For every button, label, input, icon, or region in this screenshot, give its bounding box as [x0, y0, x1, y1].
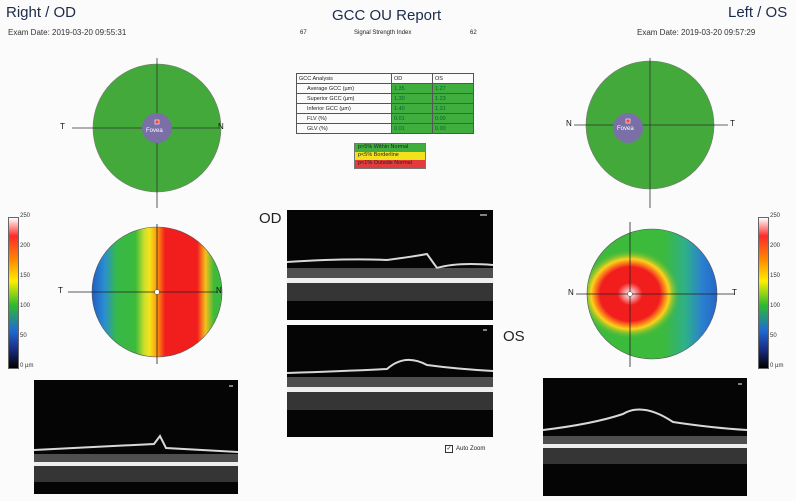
exam-date-right: Exam Date: 2019-03-20 09:55:31 [8, 28, 127, 37]
od-colorbar-tick: 0 µm [20, 363, 34, 369]
od-temporal-label: T [60, 122, 65, 131]
table-row: GLV (%) 0.01 0.00 [296, 123, 474, 134]
od-colorbar-tick: 250 [20, 213, 31, 219]
od-bottom-oct-svg [34, 385, 238, 482]
signal-os-value: 62 [470, 30, 477, 36]
os-thickness-nasal-label: N [568, 288, 574, 297]
row-label: Inferior GCC (µm) [296, 103, 392, 114]
oct-od-label: OD [259, 210, 282, 227]
os-value: 1.31 [432, 103, 474, 114]
od-colorbar-gradient [8, 217, 19, 369]
oct-os-label: OS [503, 328, 525, 345]
os-colorbar-tick: 150 [770, 273, 781, 279]
table-header-cell: OS [432, 73, 474, 84]
os-thickness-map: N T [568, 222, 740, 367]
od-bottom-oct-scan [34, 380, 238, 494]
os-thickness-svg [576, 222, 735, 367]
od-value: 1.30 [391, 93, 433, 104]
os-colorbar-tick: 50 [770, 333, 777, 339]
auto-zoom-checkbox[interactable]: ✓ [445, 445, 453, 453]
exam-date-left: Exam Date: 2019-03-20 09:57:29 [637, 28, 756, 37]
table-row: FLV (%) 0.01 0.00 [296, 113, 474, 124]
od-value: 1.40 [391, 103, 433, 114]
od-colorbar: 250 200 150 100 50 0 µm [8, 213, 34, 373]
table-header-cell: OD [391, 73, 433, 84]
od-nasal-label: N [218, 122, 224, 131]
od-fovea-label: Fovea [146, 128, 163, 134]
od-significance-map: Fovea T N [58, 58, 228, 208]
os-colorbar: 250 200 150 100 50 0 µm [758, 213, 792, 373]
row-label: GLV (%) [296, 123, 392, 134]
od-thickness-map: T N [58, 224, 228, 364]
right-eye-title: Right / OD [6, 4, 77, 21]
row-label: Superior GCC (µm) [296, 93, 392, 104]
report-title: GCC OU Report [332, 7, 442, 24]
os-thickness-temporal-label: T [732, 288, 737, 297]
os-value: 0.00 [432, 113, 474, 124]
od-colorbar-tick: 150 [20, 273, 31, 279]
os-significance-svg [574, 58, 728, 208]
auto-zoom-label: Auto Zoom [456, 446, 486, 452]
os-colorbar-tick: 200 [770, 243, 781, 249]
legend-outside: p<1% Outside Normal [355, 160, 425, 168]
os-colorbar-tick: 250 [770, 213, 781, 219]
signal-od-value: 67 [300, 30, 307, 36]
os-bottom-oct-svg [543, 383, 747, 464]
oct-os-scan-svg [287, 329, 493, 410]
legend-borderline: p<5% Borderline [355, 152, 425, 160]
row-label: Average GCC (µm) [296, 83, 392, 94]
gcc-analysis-table: GCC Analysis OD OS Average GCC (µm) 1.35… [296, 73, 474, 134]
os-bottom-oct-scan [543, 378, 747, 496]
row-label: FLV (%) [296, 113, 392, 124]
os-nasal-label: N [566, 119, 572, 128]
os-colorbar-tick: 0 µm [770, 363, 784, 369]
od-colorbar-tick: 100 [20, 303, 31, 309]
od-value: 0.01 [391, 123, 433, 134]
os-colorbar-tick: 100 [770, 303, 781, 309]
oct-od-scan [287, 210, 493, 320]
od-significance-svg [72, 58, 222, 208]
os-value: 1.23 [432, 93, 474, 104]
os-fovea-label: Fovea [617, 126, 634, 132]
os-value: 0.00 [432, 123, 474, 134]
os-significance-map: Fovea N T [566, 58, 738, 208]
auto-zoom-option[interactable]: ✓ Auto Zoom [445, 445, 485, 453]
signal-label: Signal Strength Index [354, 30, 412, 36]
od-value: 0.01 [391, 113, 433, 124]
od-colorbar-tick: 200 [20, 243, 31, 249]
os-value: 1.27 [432, 83, 474, 94]
table-row: Average GCC (µm) 1.35 1.27 [296, 83, 474, 94]
od-value: 1.35 [391, 83, 433, 94]
od-thickness-svg [68, 224, 223, 364]
oct-os-scan [287, 325, 493, 437]
od-colorbar-tick: 50 [20, 333, 27, 339]
table-header-cell: GCC Analysis [296, 73, 392, 84]
legend-normal: p>5% Within Normal [355, 144, 425, 152]
od-thickness-temporal-label: T [58, 286, 63, 295]
table-header-row: GCC Analysis OD OS [296, 73, 474, 84]
left-eye-title: Left / OS [728, 4, 788, 21]
od-thickness-nasal-label: N [216, 286, 222, 295]
table-row: Inferior GCC (µm) 1.40 1.31 [296, 103, 474, 114]
table-row: Superior GCC (µm) 1.30 1.23 [296, 93, 474, 104]
oct-od-scan-svg [287, 214, 493, 301]
os-temporal-label: T [730, 119, 735, 128]
significance-legend: p>5% Within Normal p<5% Borderline p<1% … [354, 143, 426, 169]
os-colorbar-gradient [758, 217, 769, 369]
